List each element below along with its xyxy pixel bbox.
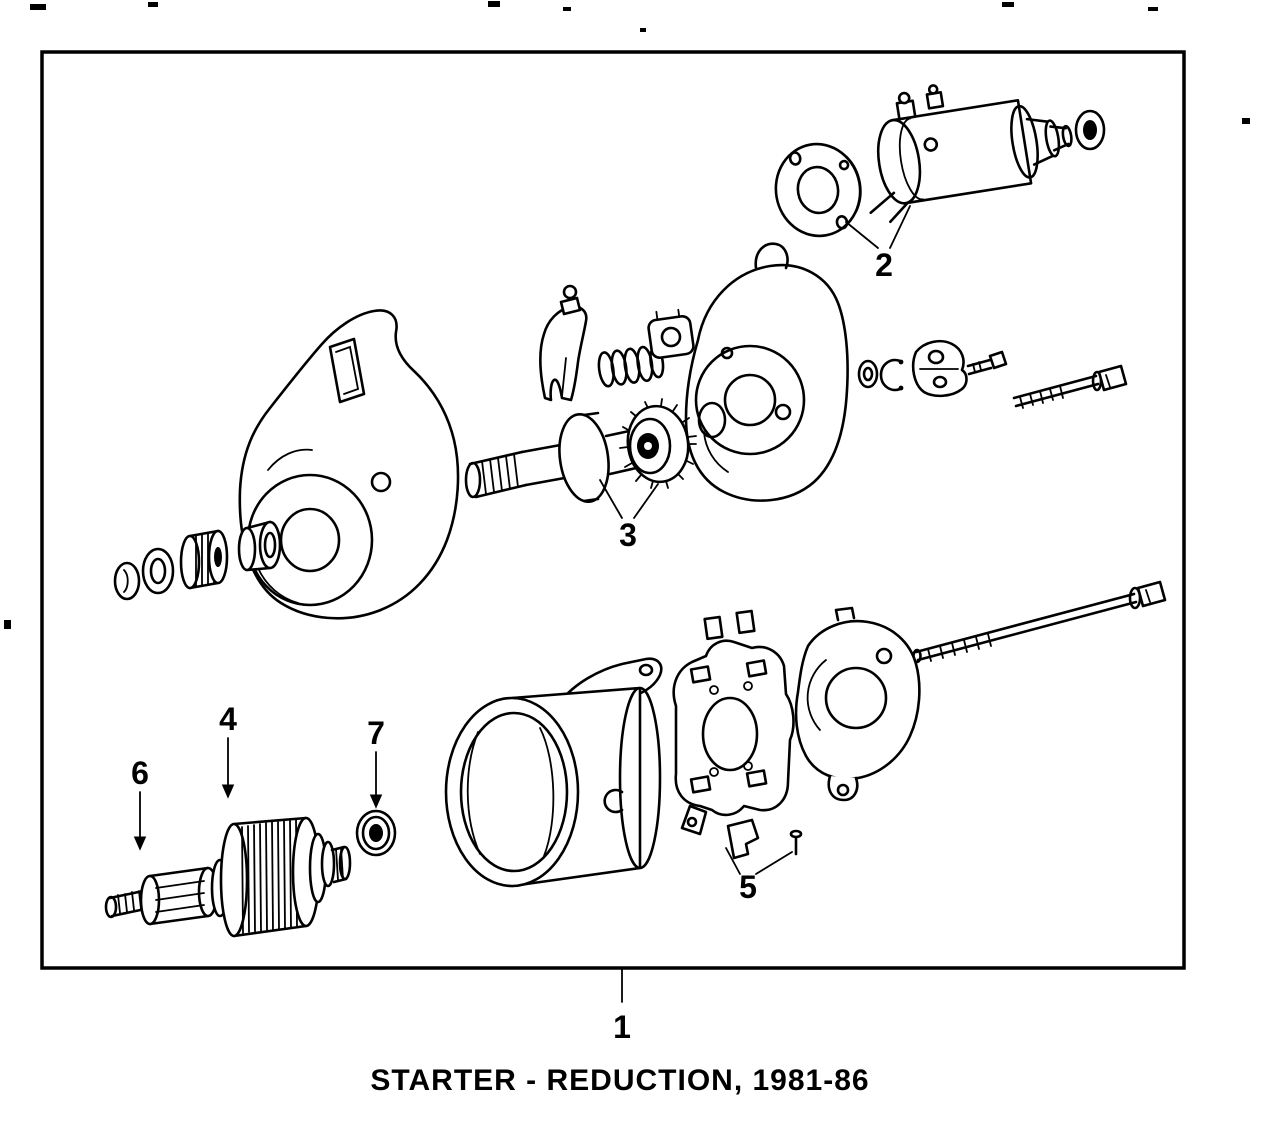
solenoid-grommet-drawing: [1074, 109, 1106, 151]
bearing-drawing: [355, 809, 397, 857]
callout-1-label[interactable]: 1: [613, 1009, 631, 1045]
solenoid-drawing: [869, 84, 1073, 224]
diagram-frame: [40, 50, 1186, 970]
armature-drawing: [104, 816, 352, 938]
end-cover-drawing: [794, 606, 921, 802]
gear-housing-drawing: [684, 242, 849, 502]
callout-2[interactable]: 2: [845, 205, 911, 283]
pinion-and-rings-drawing: [113, 520, 282, 601]
callout-6-label[interactable]: 6: [131, 755, 149, 791]
callout-5-label[interactable]: 5: [739, 869, 757, 905]
callout-5[interactable]: 5: [725, 847, 793, 905]
solenoid-flange-drawing: [774, 142, 862, 238]
retainer-clip-drawing: [647, 308, 695, 360]
diagram-caption: STARTER - REDUCTION, 1981-86: [370, 1064, 869, 1097]
clutch-shaft-drawing: [464, 398, 697, 503]
callout-6[interactable]: 6: [131, 755, 149, 851]
callout-1[interactable]: 1: [613, 967, 631, 1045]
callout-7-label[interactable]: 7: [367, 715, 385, 751]
through-bolt-long-drawing: [912, 580, 1167, 664]
callout-4-label[interactable]: 4: [219, 701, 237, 737]
callout-7[interactable]: 7: [367, 715, 385, 809]
drive-end-housing-drawing: [238, 309, 460, 620]
plunger-spring-drawing: [597, 345, 665, 388]
shift-lever-drawing: [539, 284, 588, 402]
brush-holder-drawing: [672, 609, 803, 860]
callout-2-label[interactable]: 2: [875, 247, 893, 283]
yoke-housing-drawing: [444, 657, 663, 888]
callout-3[interactable]: 3: [599, 479, 659, 553]
callout-4[interactable]: 4: [219, 701, 237, 799]
washer-clip-bracket-drawing: [857, 339, 1008, 398]
scan-artifacts: [4, 1, 1250, 629]
callout-3-label[interactable]: 3: [619, 517, 637, 553]
mounting-bolt-short-drawing: [1012, 364, 1128, 409]
